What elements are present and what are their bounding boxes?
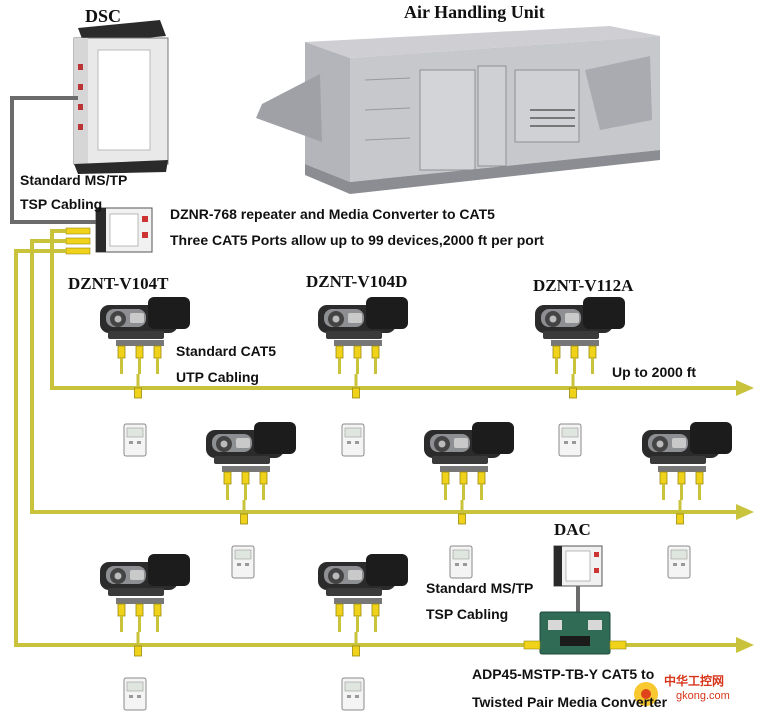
gkong-watermark-logo	[634, 682, 658, 706]
adp45-media-converter	[523, 611, 627, 655]
room-sensor	[449, 545, 473, 579]
dsc-cable-label-1: Standard MS/TP	[20, 172, 128, 188]
actuator-v104d	[318, 297, 408, 339]
room-sensor	[123, 677, 147, 711]
actuator	[424, 422, 514, 464]
cat5-ports	[438, 464, 490, 502]
cat5-label-1: Standard CAT5	[176, 343, 277, 359]
actuator	[642, 422, 732, 464]
cat5-ports	[656, 464, 708, 502]
cat5-label-2: UTP Cabling	[176, 369, 259, 385]
cat5-ports	[549, 338, 601, 376]
v104d-label: DZNT-V104D	[306, 272, 408, 291]
v112a-label: DZNT-V112A	[533, 276, 634, 295]
dac-controller	[553, 545, 603, 587]
adp45-label-2: Twisted Pair Media Converter	[472, 694, 668, 710]
room-sensor	[667, 545, 691, 579]
room-sensor	[123, 423, 147, 457]
cat5-ports	[332, 338, 384, 376]
room-sensor	[341, 423, 365, 457]
actuator	[100, 554, 190, 596]
dsc-cable-label-2: TSP Cabling	[20, 196, 103, 212]
dsc-title: DSC	[85, 6, 122, 26]
actuator-v104t	[100, 297, 190, 339]
adp45-label-1: ADP45-MSTP-TB-Y CAT5 to	[472, 666, 655, 682]
dac-cable-label-2: TSP Cabling	[426, 606, 509, 622]
room-sensor	[341, 677, 365, 711]
dac-title: DAC	[554, 520, 591, 539]
dac-cable-label-1: Standard MS/TP	[426, 580, 534, 596]
cat5-trunks	[14, 229, 740, 647]
watermark-text-cn: 中华工控网	[664, 674, 725, 688]
cat5-ports	[114, 596, 166, 634]
cable-arrows	[736, 380, 754, 653]
cat5-ports	[220, 464, 272, 502]
v104t-label: DZNT-V104T	[68, 274, 169, 293]
distance-label: Up to 2000 ft	[612, 364, 697, 380]
dsc-controller	[73, 20, 169, 174]
ahu-title: Air Handling Unit	[404, 2, 545, 22]
dznr-768-repeater	[65, 207, 153, 255]
room-sensor	[558, 423, 582, 457]
mstp-cable	[10, 96, 96, 224]
actuator	[318, 554, 408, 596]
actuator	[206, 422, 296, 464]
actuator-v112a	[535, 297, 625, 339]
cat5-ports	[114, 338, 166, 376]
air-handling-unit	[256, 26, 660, 194]
cat5-ports	[332, 596, 384, 634]
repeater-label-2: Three CAT5 Ports allow up to 99 devices,…	[170, 232, 544, 248]
watermark-text-en: gkong.com	[676, 690, 730, 702]
room-sensor	[231, 545, 255, 579]
repeater-label-1: DZNR-768 repeater and Media Converter to…	[170, 206, 495, 222]
